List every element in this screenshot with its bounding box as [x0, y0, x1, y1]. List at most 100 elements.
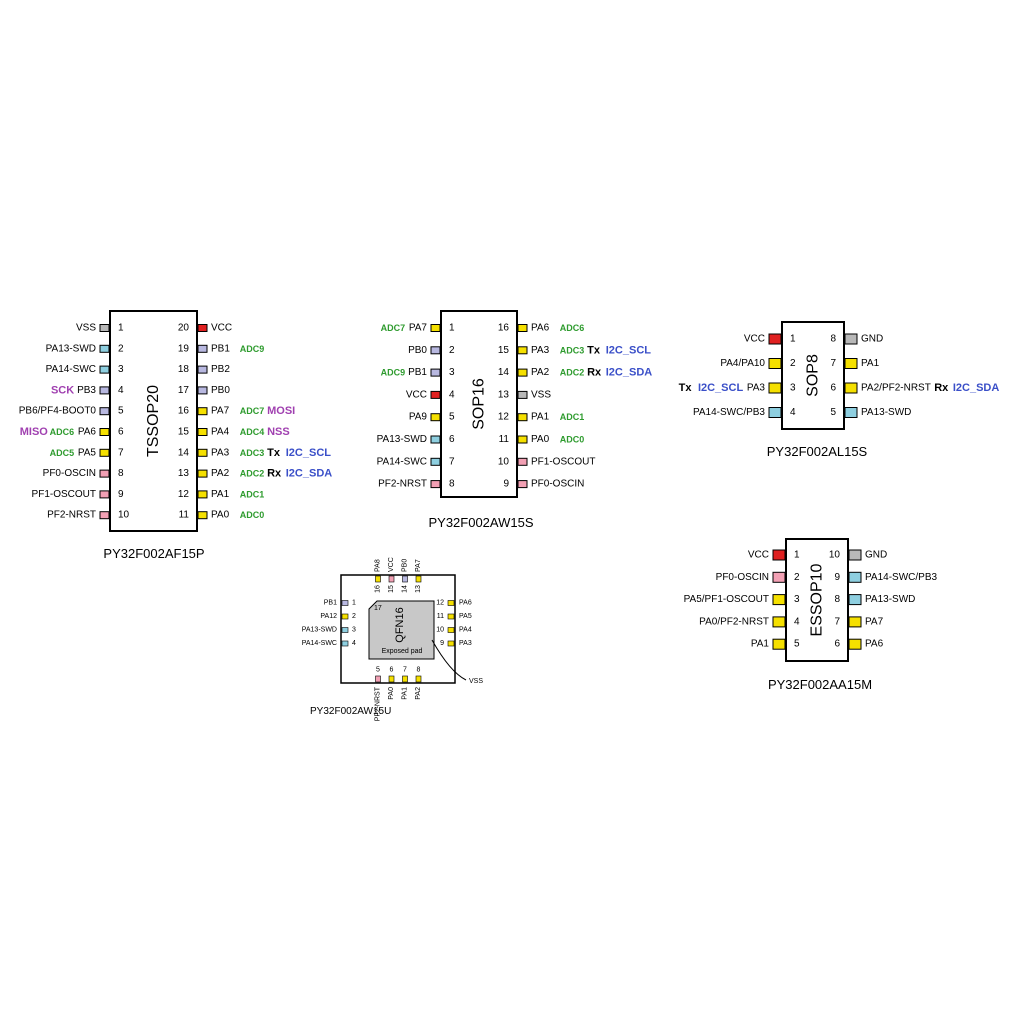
essop10-pin-1-pad [772, 549, 786, 561]
qfn16-pin-9-name: PA3 [459, 640, 472, 647]
tssop20-pin-13-tag-i2c_sda: I2C_SDA [286, 468, 333, 480]
tssop20-pin-13-pad [197, 469, 208, 478]
sop16-pin-14-tag-adc2: ADC2 [560, 368, 585, 378]
sop8-body [781, 321, 845, 430]
qfn16-pin-5-pad [375, 675, 381, 683]
qfn16-pin-9-number: 9 [440, 640, 444, 647]
tssop20-pin-16-pad [197, 407, 208, 416]
sop8-pin-5-number: 5 [830, 407, 836, 418]
sop16-pin-10-pad [517, 457, 528, 466]
tssop20-pin-14-tag-i2c_scl: I2C_SCL [286, 447, 332, 459]
essop10-pin-10-pad [848, 549, 862, 561]
sop16-pin-14-pad [517, 368, 528, 377]
sop16-pin-14-tag-rx: Rx [587, 367, 602, 379]
sop16-pin-8-pad [430, 480, 441, 489]
qfn16-pin-3-number: 3 [352, 627, 356, 634]
sop16-pin-1-number: 1 [449, 323, 455, 334]
tssop20-pin-20-pad [197, 324, 208, 332]
tssop20-pin-9-pad [99, 490, 110, 499]
tssop20-pin-19-pad [197, 344, 208, 353]
essop10-pin-4-name: PA0/PF2-NRST [699, 616, 769, 627]
essop10-pin-8-pad [848, 594, 862, 606]
tssop20-pin-10-number: 10 [118, 510, 130, 521]
sop16-body [440, 310, 518, 498]
qfn16-pin-4-number: 4 [352, 640, 356, 647]
sop16-pin-15-tag-i2c_scl: I2C_SCL [606, 344, 652, 356]
essop10-package-label: ESSOP10 [809, 563, 826, 636]
qfn16-pin-13-number: 13 [415, 585, 422, 593]
sop16-pin-7-name: PA14-SWC [377, 456, 427, 467]
qfn16-pin-13-name: PA7 [415, 559, 422, 572]
qfn16-pin-5-name: PF2-NRST [375, 686, 382, 721]
sop16-pin-14-number: 14 [498, 367, 510, 378]
tssop20-pin-7-pad [99, 448, 110, 457]
tssop20-pin-12-number: 12 [178, 489, 190, 500]
sop16-pin-3-pad [430, 368, 441, 377]
sop8-pin-3-name: PA3 [747, 383, 766, 394]
essop10-pin-8-name: PA13-SWD [865, 594, 915, 605]
sop16-pin-14-name: PA2 [531, 367, 550, 378]
tssop20-pin-12-name: PA1 [211, 489, 230, 500]
essop10-pin-8-number: 8 [834, 594, 840, 605]
tssop20-pin-16-number: 16 [178, 406, 190, 417]
tssop20-pin-18-name: PB2 [211, 364, 230, 375]
tssop20-pin-9-number: 9 [118, 489, 124, 500]
sop8-pin-6-pad [844, 382, 858, 394]
sop8-pin-4-name: PA14-SWC/PB3 [693, 407, 765, 418]
sop16-pin-15-pad [517, 346, 528, 355]
essop10-pin-7-name: PA7 [865, 616, 884, 627]
essop10-pin-6-number: 6 [834, 639, 840, 650]
tssop20-pin-15-pad [197, 428, 208, 436]
sop16-pin-9-name: PF0-OSCIN [531, 479, 584, 490]
qfn16-vss-leader-line [431, 639, 467, 681]
tssop20-pin-20-number: 20 [178, 323, 190, 334]
sop8-package-label: SOP8 [805, 354, 822, 397]
tssop20-pin-14-pad [197, 448, 208, 457]
qfn16-pin-10-number: 10 [436, 627, 444, 634]
sop16-pin-1-pad [430, 324, 441, 332]
tssop20-pin-15-tag-adc4: ADC4 [240, 427, 265, 437]
sop16-pin-12-pad [517, 413, 528, 422]
sop16-package-label: SOP16 [471, 378, 488, 430]
sop16-pin-11-number: 11 [499, 434, 510, 445]
tssop20-body [109, 310, 198, 532]
tssop20-pin-15-tag-nss: NSS [267, 426, 290, 438]
tssop20-pin-13-tag-adc2: ADC2 [240, 469, 265, 479]
essop10-body [785, 538, 849, 662]
sop8-pin-2-name: PA4/PA10 [720, 358, 765, 369]
tssop20-pin-2-pad [99, 344, 110, 353]
tssop20-part-name: PY32F002AF15P [103, 546, 204, 561]
tssop20-pin-18-number: 18 [178, 364, 190, 375]
qfn16-pin-3-name: PA13-SWD [302, 627, 337, 634]
sop16-pin-2-name: PB0 [408, 345, 427, 356]
sop16-part-name: PY32F002AW15S [428, 515, 533, 530]
essop10-pin-9-name: PA14-SWC/PB3 [865, 572, 937, 583]
qfn16-pin-6-pad [388, 675, 395, 683]
qfn16-pin-9-pad [447, 640, 455, 647]
tssop20-package-label: TSSOP20 [145, 385, 162, 457]
sop16-pin-2-number: 2 [449, 345, 455, 356]
sop8-pin-6-tag-rx: Rx [934, 382, 949, 394]
tssop20-pin-17-name: PB0 [211, 385, 230, 396]
qfn16-pin-6-number: 6 [390, 667, 394, 674]
tssop20-pin-15-number: 15 [178, 427, 190, 438]
sop8-package: SOP8PY32F002AL15S1VCC2PA4/PA103PA3I2C_SC… [679, 321, 999, 459]
sop8-pin-6-number: 6 [830, 383, 836, 394]
tssop20-pin-6-tag-miso: MISO [20, 426, 49, 438]
sop8-pin-3-tag-i2c_scl: I2C_SCL [698, 382, 744, 394]
tssop20-pin-2-number: 2 [118, 343, 124, 354]
sop16-pin-16-pad [517, 324, 528, 332]
sop16-pin-15-name: PA3 [531, 345, 550, 356]
sop8-pin-7-number: 7 [830, 358, 836, 369]
qfn16-pin-14-pad [402, 575, 408, 583]
sop16-pin-13-number: 13 [498, 389, 510, 400]
sop16-pin-5-name: PA9 [409, 412, 428, 423]
tssop20-pin-7-tag-adc5: ADC5 [50, 448, 75, 458]
sop8-pin-6-name: PA2/PF2-NRST [861, 383, 931, 394]
tssop20-pin-17-pad [197, 386, 208, 395]
tssop20-pin-8-name: PF0-OSCIN [43, 468, 96, 479]
tssop20-pin-13-number: 13 [178, 468, 190, 479]
qfn16-pin-1-number: 1 [352, 600, 356, 607]
sop16-pin-10-name: PF1-OSCOUT [531, 456, 595, 467]
tssop20-pin-14-tag-adc3: ADC3 [240, 448, 265, 458]
